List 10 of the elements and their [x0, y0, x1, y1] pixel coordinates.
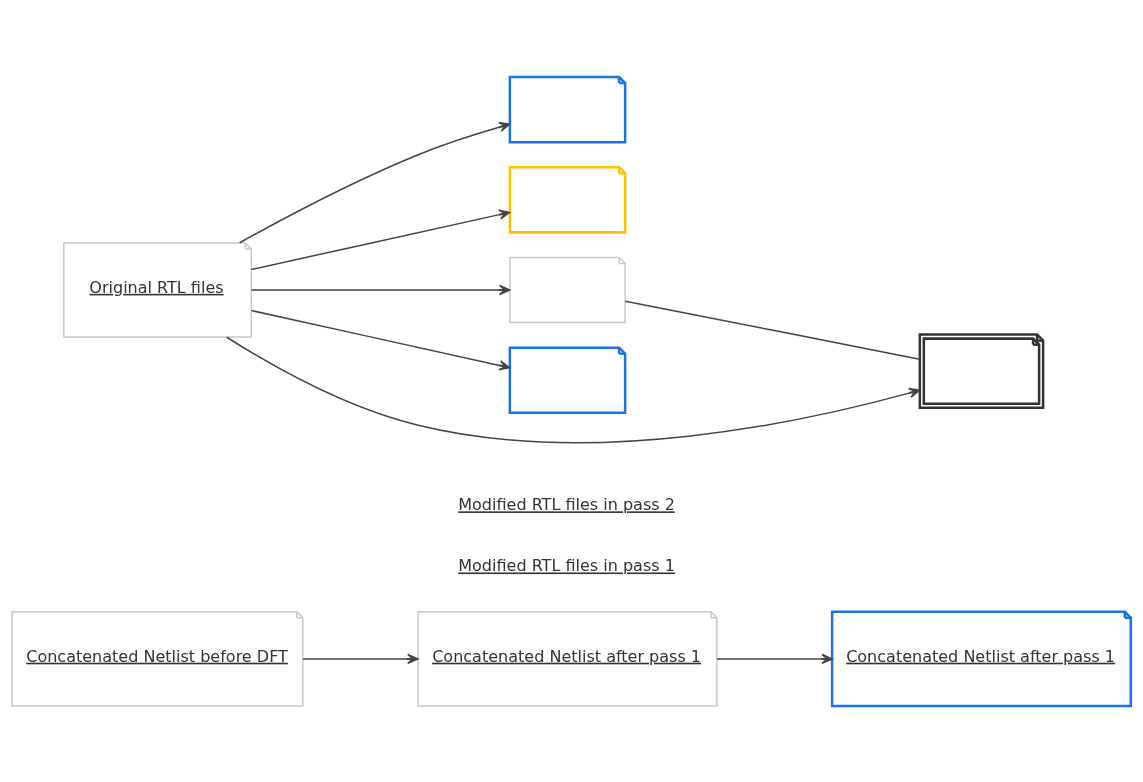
arrow	[238, 121, 511, 243]
arrow	[250, 208, 511, 270]
arrow	[250, 309, 511, 371]
label: Modified RTL files in pass 1	[458, 555, 675, 575]
arrow	[226, 336, 921, 443]
arrow	[716, 653, 833, 664]
arrow	[250, 284, 511, 295]
label: Modified RTL files in pass 2	[458, 494, 675, 514]
connector	[624, 299, 921, 360]
arrow	[302, 653, 419, 664]
